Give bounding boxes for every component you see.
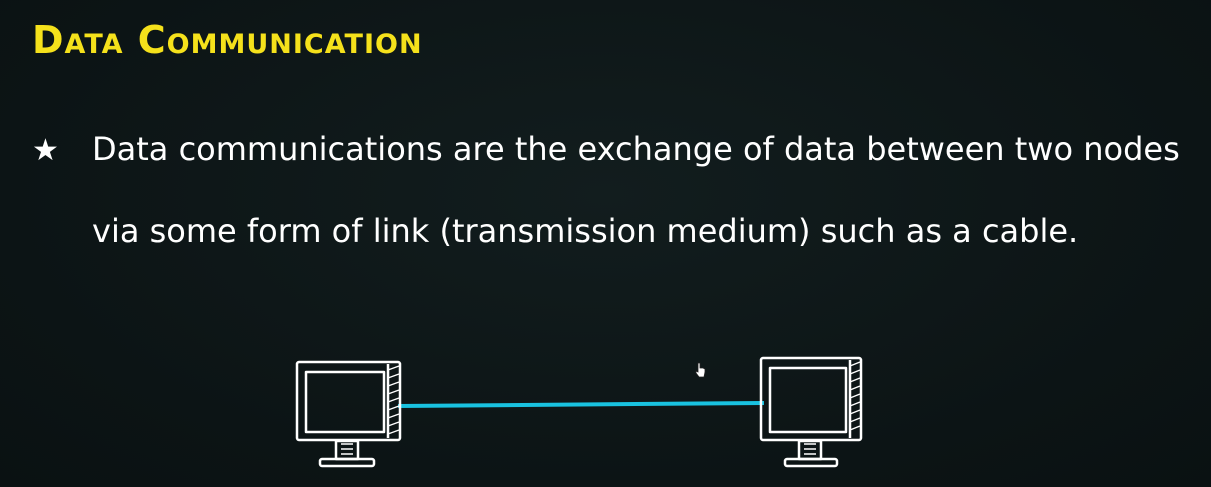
left-computer-monitor-icon: [295, 360, 402, 468]
right-computer-monitor-icon: [759, 356, 863, 468]
mouse-cursor-icon: [695, 362, 706, 378]
slide-title: Data Communication: [32, 18, 423, 62]
network-diagram: [295, 356, 863, 468]
star-icon: ★: [32, 133, 59, 168]
cable-link: [397, 401, 765, 408]
bullet-text: Data communications are the exchange of …: [92, 130, 1180, 250]
